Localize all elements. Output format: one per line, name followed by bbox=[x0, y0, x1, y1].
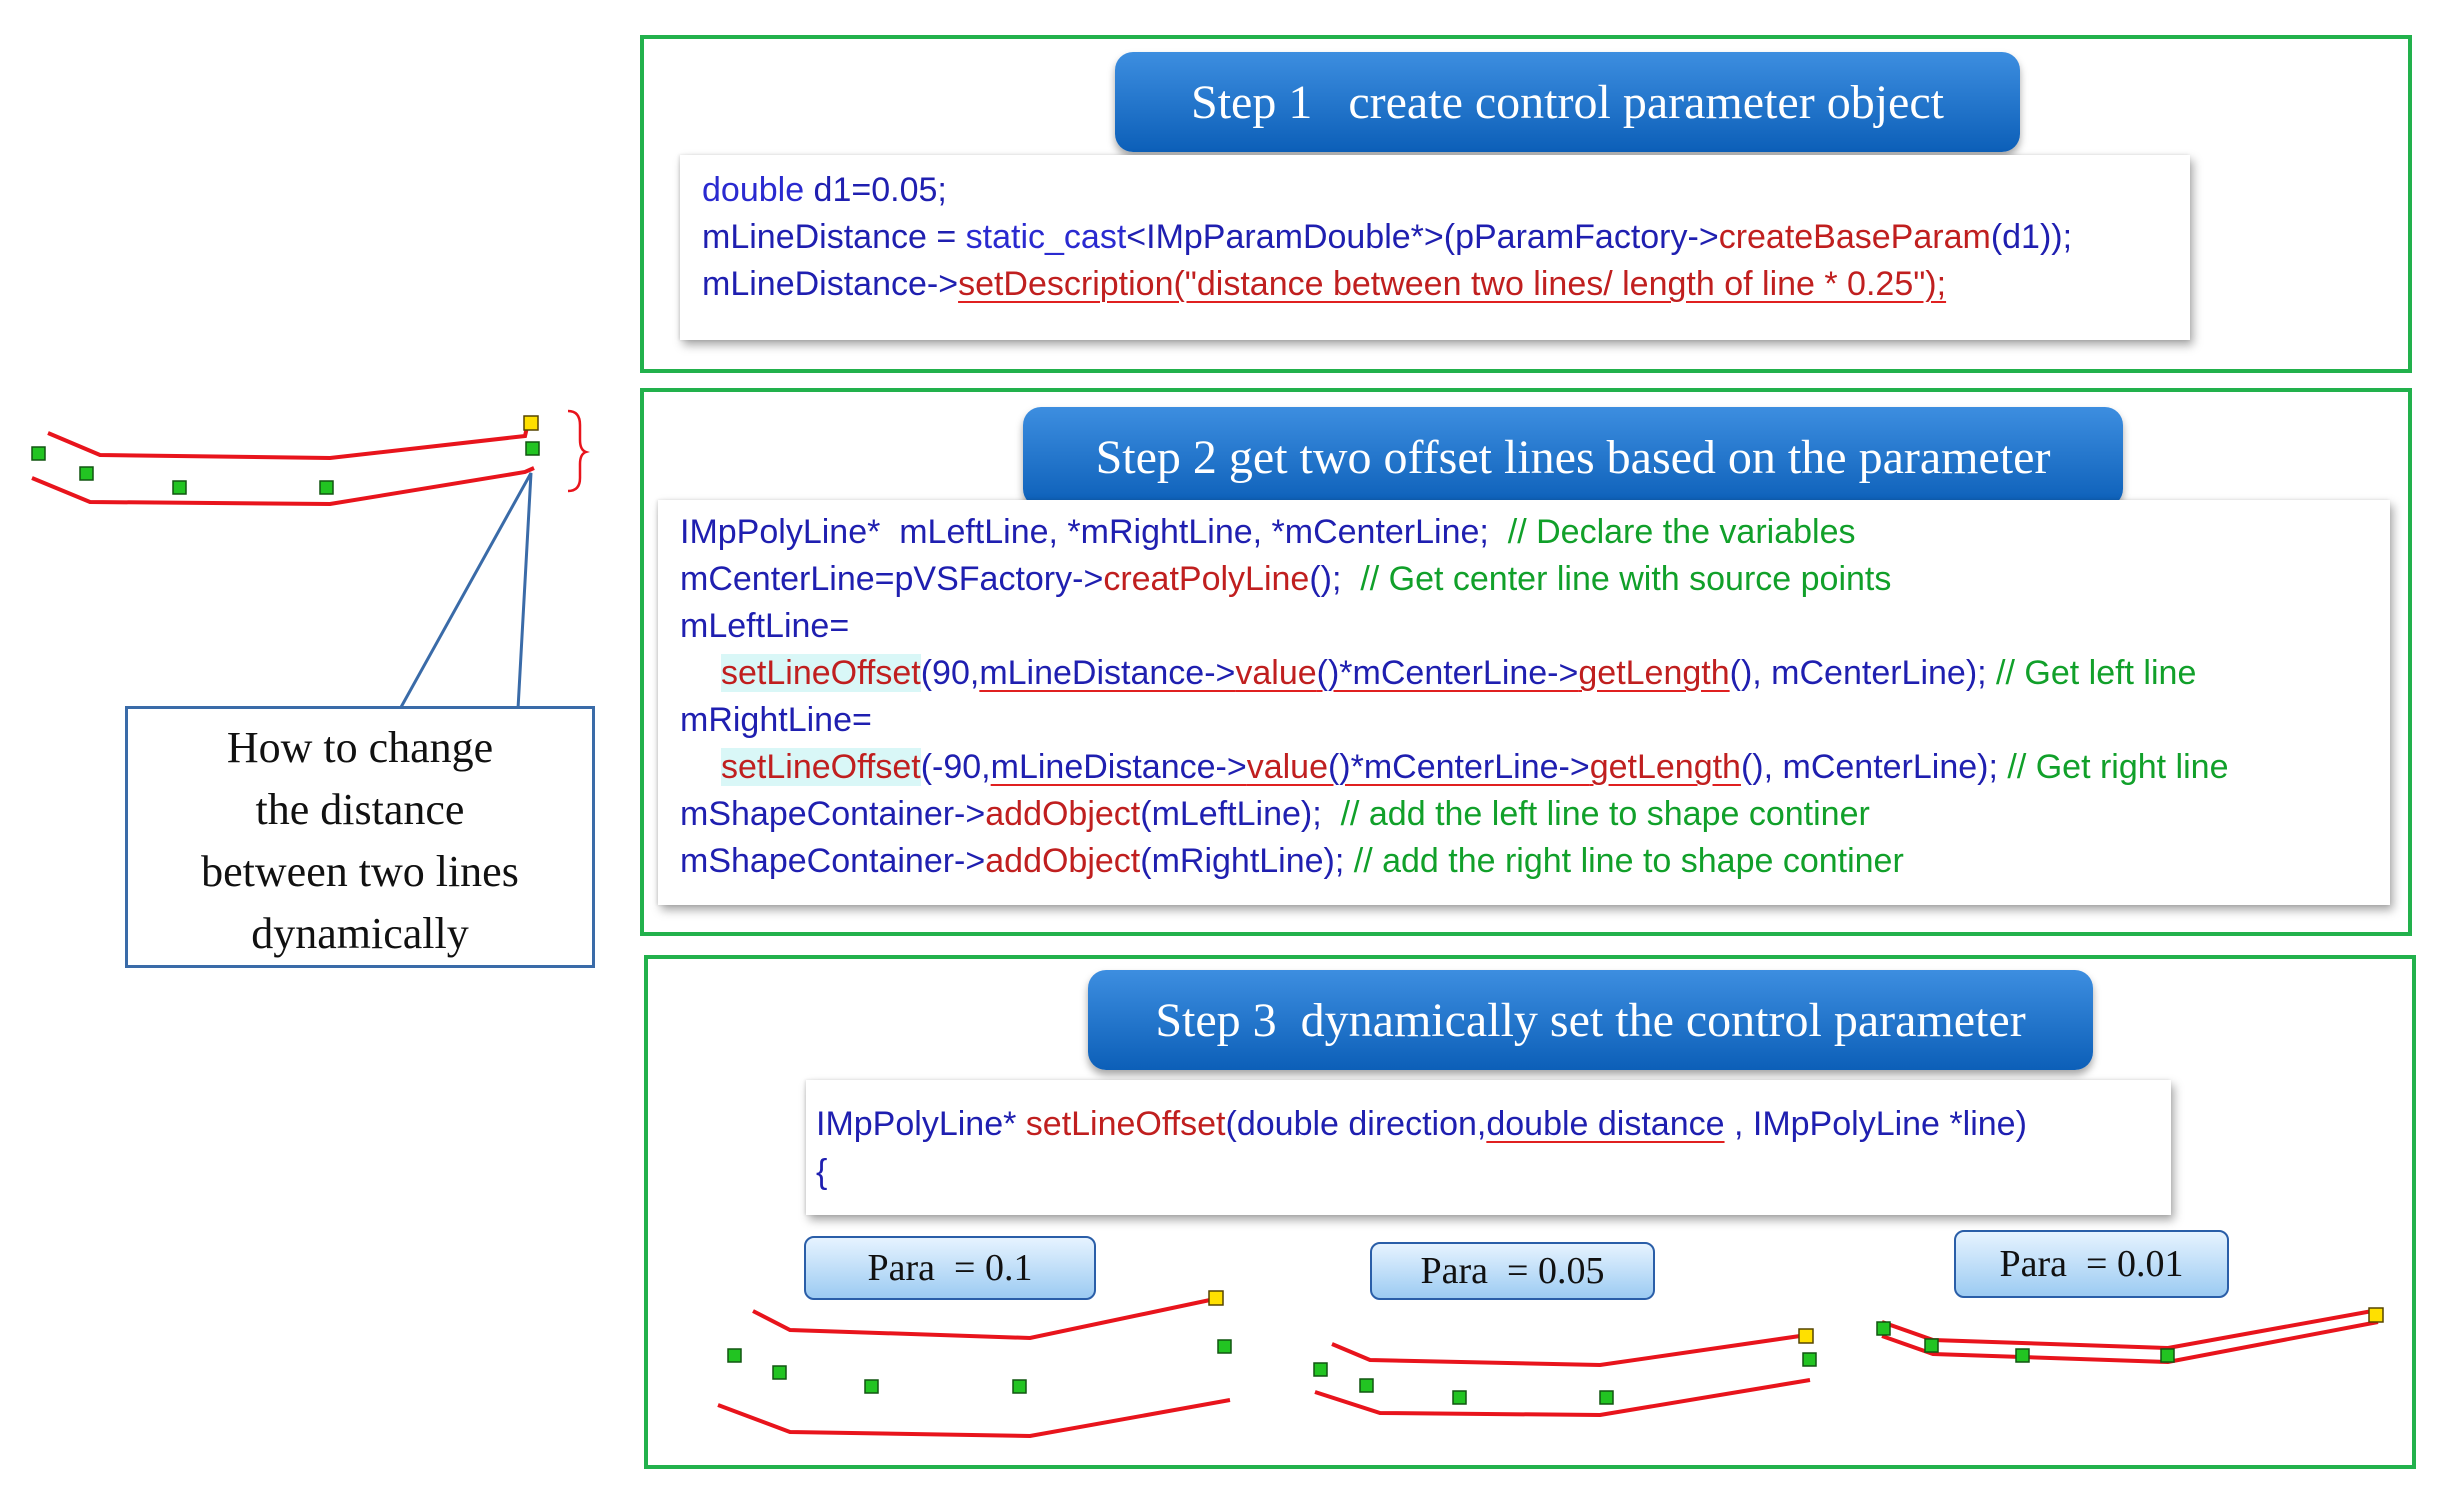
code-line: mLineDistance = static_cast<IMpParamDoub… bbox=[702, 218, 2073, 256]
step1-title: Step 1 create control parameter object bbox=[1115, 52, 2020, 152]
code-line: mShapeContainer->addObject(mRightLine); … bbox=[680, 842, 1904, 880]
step2-title: Step 2 get two offset lines based on the… bbox=[1023, 407, 2123, 507]
code-line: mRightLine= bbox=[680, 701, 872, 739]
callout-pointer bbox=[397, 472, 533, 711]
step2-code: IMpPolyLine* mLeftLine, *mRightLine, *mC… bbox=[658, 500, 2390, 905]
para-label-0-1: Para = 0.1 bbox=[804, 1236, 1096, 1300]
step3-panel bbox=[644, 955, 2416, 1469]
callout-line: dynamically bbox=[251, 909, 469, 958]
code-line: mLeftLine= bbox=[680, 607, 850, 645]
para-label-0-05: Para = 0.05 bbox=[1370, 1242, 1655, 1300]
step3-title: Step 3 dynamically set the control param… bbox=[1088, 970, 2093, 1070]
step1-code: double d1=0.05; mLineDistance = static_c… bbox=[680, 155, 2190, 340]
code-line: IMpPolyLine* setLineOffset(double direct… bbox=[816, 1105, 2027, 1143]
code-line: setLineOffset(-90,mLineDistance->value()… bbox=[721, 748, 2229, 786]
code-line: { bbox=[816, 1153, 828, 1191]
callout-line: How to change bbox=[226, 723, 494, 772]
callout-line: the distance bbox=[255, 785, 465, 834]
code-line: mLineDistance->setDescription("distance … bbox=[702, 265, 1947, 303]
code-line: mCenterLine=pVSFactory->creatPolyLine();… bbox=[680, 560, 1892, 598]
code-line: IMpPolyLine* mLeftLine, *mRightLine, *mC… bbox=[680, 513, 1856, 551]
step1-panel bbox=[640, 35, 2412, 373]
callout-line: between two lines bbox=[201, 847, 519, 896]
distance-brace bbox=[567, 409, 590, 493]
code-line: double d1=0.05; bbox=[702, 171, 947, 209]
code-line: setLineOffset(90,mLineDistance->value()*… bbox=[721, 654, 2197, 692]
step3-code: IMpPolyLine* setLineOffset(double direct… bbox=[806, 1080, 2171, 1215]
polyline-para-0-05 bbox=[1313, 1328, 1817, 1418]
polyline-para-0-1 bbox=[717, 1290, 1232, 1439]
callout-box: How to change the distance between two l… bbox=[125, 706, 595, 968]
para-label-0-01: Para = 0.01 bbox=[1954, 1230, 2229, 1298]
step2-panel bbox=[640, 388, 2412, 936]
example-polyline-left bbox=[31, 409, 590, 507]
code-line: mShapeContainer->addObject(mLeftLine); /… bbox=[680, 795, 1870, 833]
polyline-para-0-01 bbox=[1876, 1307, 2384, 1365]
